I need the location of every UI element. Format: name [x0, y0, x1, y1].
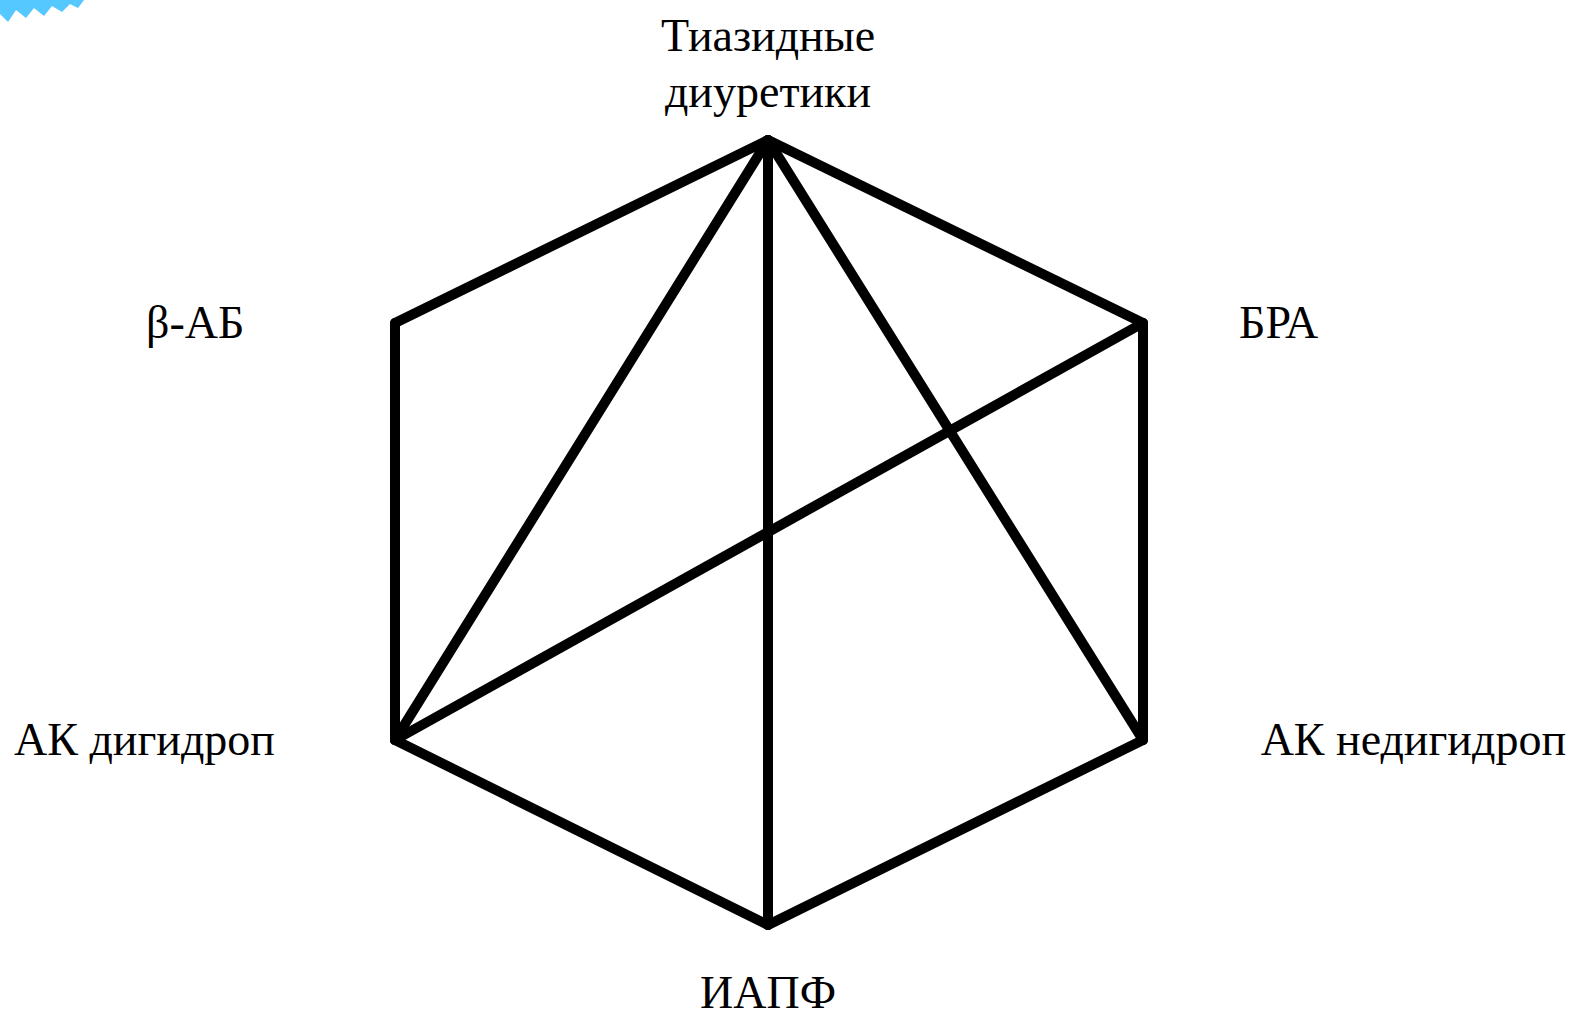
drug-class-node: АК недигидроп	[1143, 710, 1570, 770]
drug-class-node: АК дигидроп	[6, 710, 395, 770]
corner-decoration	[0, 0, 84, 22]
combination-line	[395, 323, 1143, 740]
drug-class-label: Тиазидные диуретики	[618, 8, 918, 120]
combination-line	[395, 323, 396, 740]
drug-class-node: Тиазидные диуретики	[568, 8, 968, 140]
drug-class-label: БРА	[1239, 295, 1318, 351]
drug-class-label: АК недигидроп	[1261, 712, 1566, 768]
combination-line	[395, 140, 768, 740]
combination-line	[768, 740, 1143, 925]
combination-line	[395, 740, 768, 925]
drug-class-label: ИАПФ	[700, 965, 836, 1021]
drug-class-node: ИАПФ	[618, 925, 918, 1025]
combination-line	[1143, 323, 1144, 740]
drug-class-node: β-АБ	[130, 293, 395, 353]
drug-class-label: β-АБ	[146, 295, 244, 351]
combination-line	[768, 140, 1143, 740]
drug-class-node: БРА	[1143, 293, 1403, 353]
drug-class-label: АК дигидроп	[14, 712, 275, 768]
